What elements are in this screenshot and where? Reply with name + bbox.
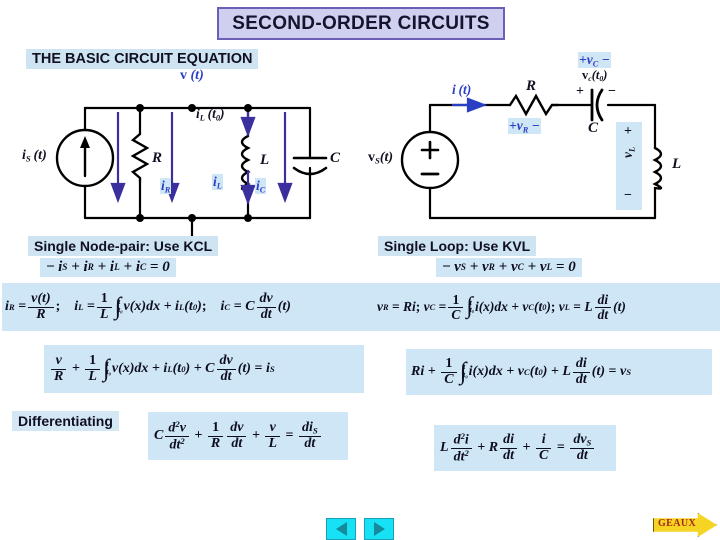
geaux-label: GEAUX [658, 518, 697, 529]
page-title: SECOND-ORDER CIRCUITS [217, 7, 505, 40]
loop-current-label: i (t) [452, 82, 472, 97]
capacitor-label-right: C [588, 120, 599, 136]
triangle-right-icon [373, 522, 385, 536]
inductor-label-left: L [260, 152, 270, 168]
section-header-node-pair: Single Node-pair: Use KCL [28, 236, 219, 256]
parallel-rlc-circuit-diagram: v (t) iS (t) R L C iR iL iC iL (t0) [0, 68, 360, 240]
resistor-voltage-label: +vR − [508, 118, 541, 135]
capacitor-initial-voltage-label: vc(t0) [582, 68, 608, 84]
page-title-text: SECOND-ORDER CIRCUITS [232, 12, 490, 34]
next-slide-button[interactable] [364, 518, 394, 540]
geaux-arrow-button[interactable]: GEAUX [653, 513, 717, 537]
triangle-left-icon [335, 522, 347, 536]
section-header-single-loop: Single Loop: Use KVL [378, 236, 537, 256]
capacitor-label-left: C [330, 150, 341, 166]
capacitor-plus-sign: + [576, 84, 584, 99]
loop-current-arrow [452, 97, 488, 113]
parallel-rlc-svg [55, 104, 328, 240]
previous-slide-button[interactable] [326, 518, 356, 540]
current-source-label: iS (t) [22, 148, 47, 164]
inductor-minus-sign: − [624, 188, 632, 203]
capacitor-minus-sign: − [608, 84, 616, 99]
inductor-initial-current-label: iL (t0) [196, 106, 225, 123]
node-voltage-label: v (t) [180, 68, 204, 83]
current-source-arrowhead [80, 136, 90, 148]
inductor-voltage-label: vL [620, 146, 637, 158]
current-capacitor-label: iC [255, 178, 267, 195]
capacitor-voltage-label: +vC − [578, 52, 611, 69]
inductor-voltage-highlight [616, 122, 642, 210]
resistor-label-left: R [152, 150, 163, 166]
current-resistor-label: iR [160, 178, 172, 195]
series-rlc-circuit-diagram: vS(t) i (t) R +vR − +vC − vc(t0) + − C L… [368, 52, 720, 240]
inductor-plus-sign: + [624, 124, 632, 139]
series-rlc-svg [400, 88, 663, 220]
inductor-label-right: L [672, 156, 682, 172]
section-header-basic-equation: THE BASIC CIRCUIT EQUATION [26, 49, 259, 69]
resistor-label-right: R [526, 78, 537, 94]
voltage-source-label: vS(t) [368, 150, 394, 166]
label-differentiating: Differentiating [12, 411, 119, 431]
circuit-nodes [136, 104, 252, 222]
current-inductor-label: iL [212, 174, 223, 191]
